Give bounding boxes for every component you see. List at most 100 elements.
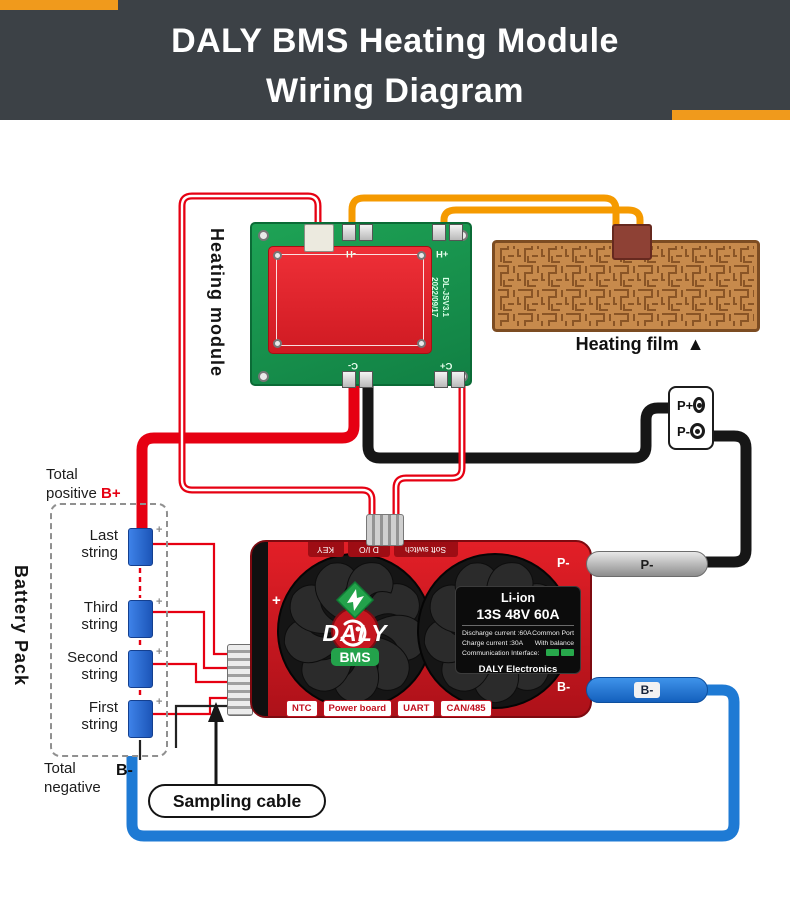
cell-polarity-mark: + [156, 596, 163, 608]
wire-signal-pair-b-core [394, 380, 464, 520]
spec-chemistry: Li-ion [500, 591, 535, 605]
bms-unit: + KEY D I/O Soft switch DALY BMS Li-ion … [250, 540, 592, 718]
spec-rating: 13S 48V 60A [476, 606, 560, 622]
daly-logo-icon [335, 580, 375, 620]
total-negative-label: Total negative [44, 760, 101, 796]
terminal-row-pminus: P- [677, 423, 705, 439]
solder-pad [342, 371, 356, 388]
terminal-row-pplus: P+ [677, 397, 705, 413]
port-power-board: Power board [322, 700, 393, 717]
pad-label-c-plus: C+ [440, 360, 453, 371]
pcb-board-id: DL-JSV3.1 2022/09/17 [430, 277, 451, 318]
bminus-cable: B- [586, 677, 708, 703]
wire-sense-3 [153, 662, 229, 684]
wire-sense-negative [174, 704, 229, 748]
title-line-1: DALY BMS Heating Module [171, 22, 619, 60]
solder-pad [342, 224, 356, 241]
pminus-cable-label: P- [640, 556, 654, 572]
cell-polarity-mark: + [156, 646, 163, 658]
spec-balance: With balance [534, 640, 574, 648]
pad-group-c-plus [434, 371, 465, 388]
solder-pad [451, 371, 465, 388]
port-key: KEY [308, 542, 344, 557]
battery-pack-outline [50, 503, 168, 757]
bms-spec-panel: Li-ion 13S 48V 60A Discharge current :60… [455, 586, 581, 675]
pad-group-c-minus [342, 371, 373, 388]
wire-signal-pair-a-core [180, 194, 374, 520]
wire-pminus-to-bms [704, 430, 752, 568]
film-connector [612, 224, 652, 260]
solder-pad [449, 224, 463, 241]
sampling-arrow-head [208, 702, 224, 722]
pad-label-minus-h: -H [346, 248, 357, 259]
spec-port-type: Common Port [532, 630, 574, 637]
wire-heater-2 [440, 206, 644, 242]
solder-pad [434, 371, 448, 388]
battery-cell-last [128, 528, 153, 566]
comm-chip [561, 649, 574, 657]
header-banner [0, 0, 790, 120]
port-uart: UART [397, 700, 436, 717]
b-plus-label: B+ [101, 484, 121, 502]
wire-heater-1 [348, 194, 620, 240]
spec-comm: Communication Interface: [462, 650, 540, 658]
daly-logo-text: DALY [322, 620, 388, 646]
solder-pad [359, 224, 373, 241]
pad-group-plus-h [432, 224, 463, 241]
comm-chip [546, 649, 559, 657]
battery-cell-first [128, 700, 153, 738]
port-ntc: NTC [286, 700, 318, 717]
bms-badge: BMS [331, 648, 379, 666]
spec-charge: Charge current :30A [462, 640, 524, 648]
wire-sense-2 [153, 610, 229, 670]
pcb-sub-board [268, 246, 432, 354]
battery-pack-label: Battery Pack [11, 565, 31, 687]
wire-signal-pair-b [392, 380, 466, 520]
title-line-2: Wiring Diagram [266, 72, 524, 110]
spec-discharge: Discharge current :60A [462, 630, 532, 637]
wire-bminus-loop [126, 684, 740, 842]
sub-board-hole [417, 339, 426, 348]
heating-module-pcb: -H +H C- C+ DL-JSV3.1 2022/09/17 [250, 222, 472, 388]
bminus-cable-label: B- [633, 682, 661, 698]
pcb-hole [258, 230, 269, 241]
output-terminal-block: P+ P- [668, 386, 714, 450]
pad-group-minus-h [342, 224, 373, 241]
wire-sense-1 [153, 542, 229, 656]
solder-pad [432, 224, 446, 241]
dio-plug [366, 514, 404, 546]
wire-module-to-pplus [362, 382, 674, 464]
sub-board-hole [273, 339, 282, 348]
pcb-silkscreen [276, 254, 424, 346]
terminal-label-pminus: P- [677, 423, 690, 439]
spec-brand: DALY Electronics [478, 663, 558, 675]
heating-film-label: Heating film▲ [575, 334, 705, 354]
sub-board-hole [273, 251, 282, 260]
film-marker: ▲ [686, 334, 705, 354]
bms-left-strip [252, 542, 268, 716]
bms-bminus-mark: B- [557, 680, 571, 694]
bms-plus-mark: + [272, 592, 281, 609]
pad-label-plus-h: +H [436, 248, 449, 259]
cell-polarity-mark: + [156, 696, 163, 708]
pad-label-c-minus: C- [348, 360, 359, 371]
accent-bar-top-left [0, 0, 118, 10]
port-can485: CAN/485 [440, 700, 492, 717]
bms-bottom-ports: NTC Power board UART CAN/485 [286, 700, 492, 717]
accent-bar-bottom-right [672, 110, 790, 120]
bms-pminus-mark: P- [557, 556, 570, 570]
b-minus-label: B- [116, 762, 133, 779]
signal-connector [304, 224, 334, 252]
sub-board-hole [417, 251, 426, 260]
solder-pad [359, 371, 373, 388]
wire-battery-positive [136, 384, 360, 532]
terminal-label-pplus: P+ [677, 397, 694, 413]
heating-module-label: Heating module [207, 228, 227, 378]
battery-cell-third [128, 600, 153, 638]
terminal-ring-pplus [693, 397, 705, 413]
